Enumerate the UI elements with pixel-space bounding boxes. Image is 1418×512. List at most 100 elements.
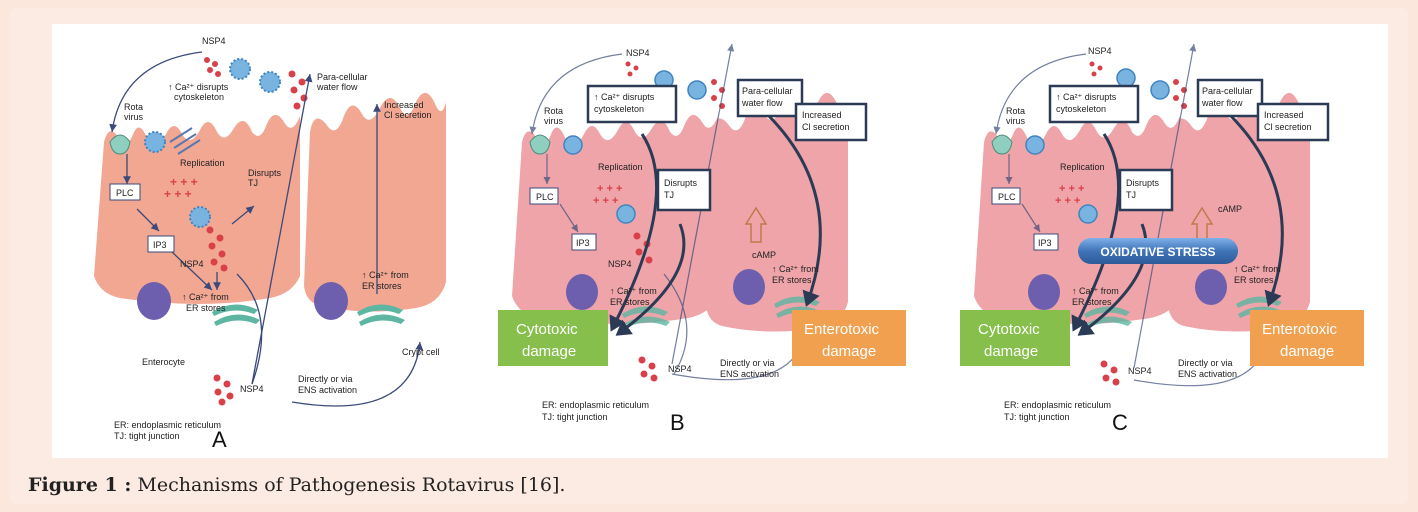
camp-label: cAMP <box>1218 204 1242 214</box>
paracellular-label: water flow <box>1201 98 1243 108</box>
nucleus <box>566 274 598 310</box>
legend-tj: TJ: tight junction <box>542 412 608 422</box>
directly-label: ENS activation <box>720 369 779 379</box>
enterotoxic-label: Enterotoxic <box>1262 321 1338 338</box>
virus-particles <box>563 70 707 224</box>
ca-er-label: ER stores <box>362 281 402 291</box>
cytotoxic-damage-box <box>498 310 608 366</box>
receptor-icon <box>991 134 1013 155</box>
rotavirus-pathogenesis-diagram: + + ++ + + NSP4 <box>94 24 1388 458</box>
paracellular-label: water flow <box>741 98 783 108</box>
ip3-box: IP3 <box>153 240 167 250</box>
plc-box: PLC <box>116 188 134 198</box>
nucleus <box>137 282 171 320</box>
ca-er-label: ↑ Ca²⁺ from <box>182 292 229 302</box>
ca-disrupts-label: ↑ Ca²⁺ disrupts <box>168 82 229 92</box>
directly-label: ENS activation <box>298 385 357 395</box>
panel-b: + + ++ + + <box>470 24 926 458</box>
ca-disrupts-label: cytoskeleton <box>174 92 224 102</box>
damage-arrows <box>609 112 822 336</box>
enterocyte-label: Enterocyte <box>142 357 185 367</box>
nsp4-label: NSP4 <box>180 259 204 269</box>
increased-cl-label: Cl secretion <box>384 110 432 120</box>
damage-arrows <box>1071 112 1284 336</box>
figure-image: + + ++ + + NSP4 <box>52 24 1388 458</box>
nucleus <box>1028 274 1060 310</box>
ca-er-label: ER stores <box>1234 275 1274 285</box>
nsp4-label: NSP4 <box>608 259 632 269</box>
plc-box: PLC <box>998 192 1016 202</box>
enterotoxic-label: damage <box>1280 343 1334 360</box>
directly-label: Directly or via <box>720 358 775 368</box>
replication-icon: + + ++ + + <box>1055 183 1084 207</box>
nucleus <box>1195 269 1227 305</box>
disrupts-tj-label: Disrupts <box>1126 178 1160 188</box>
cytoskeleton-icon <box>169 127 201 155</box>
ip3-box: IP3 <box>576 238 590 248</box>
camp-label: cAMP <box>752 250 776 260</box>
ca-disrupts-label: cytoskeleton <box>1056 104 1106 114</box>
nucleus <box>314 282 348 320</box>
cytotoxic-label: damage <box>522 343 576 360</box>
disrupts-tj-label: Disrupts <box>664 178 698 188</box>
svg-text:+ + +: + + + <box>593 195 618 207</box>
enterocyte-cell <box>512 114 718 324</box>
ca-disrupts-label: ↑ Ca²⁺ disrupts <box>1056 92 1117 102</box>
nsp4-label: NSP4 <box>1128 366 1152 376</box>
panel-letter-b: B <box>670 410 685 435</box>
ca-er-label: ↑ Ca²⁺ from <box>1072 286 1119 296</box>
nsp4-label: NSP4 <box>626 48 650 58</box>
ca-er-label: ↑ Ca²⁺ from <box>362 270 409 280</box>
svg-text:+ + +: + + + <box>1059 183 1084 195</box>
figure-caption-text: Mechanisms of Pathogenesis Rotavirus [16… <box>131 474 566 496</box>
camp-arrow-icon <box>1190 206 1214 243</box>
legend-er: ER: endoplasmic reticulum <box>542 400 649 410</box>
paracellular-label: Para-cellular <box>742 86 793 96</box>
ca-er-label: ER stores <box>1072 297 1112 307</box>
enterotoxic-damage-box <box>1250 310 1364 366</box>
cytotoxic-label: damage <box>984 343 1038 360</box>
increased-cl-label: Increased <box>802 110 842 120</box>
oxidative-stress-label: OXIDATIVE STRESS <box>1100 245 1215 259</box>
virus-particles <box>144 58 281 228</box>
pathway-arrows <box>109 51 424 407</box>
panel-c: + + ++ + + <box>926 24 1388 458</box>
legend-er: ER: endoplasmic reticulum <box>114 420 221 430</box>
rota-virus-label: virus <box>1006 116 1026 126</box>
ip3-box: IP3 <box>1038 238 1052 248</box>
paracellular-label: water flow <box>316 82 358 92</box>
ca-er-label: ER stores <box>772 275 812 285</box>
nsp4-dots <box>204 57 308 406</box>
increased-cl-label: Increased <box>384 100 424 110</box>
nucleus <box>733 269 765 305</box>
nsp4-label: NSP4 <box>202 36 226 46</box>
increased-cl-label: Cl secretion <box>1264 122 1312 132</box>
replication-icon: + + ++ + + <box>593 183 622 207</box>
replication-label: Replication <box>180 158 225 168</box>
disrupts-tj-label: Disrupts <box>248 168 282 178</box>
ca-er-label: ↑ Ca²⁺ from <box>610 286 657 296</box>
replication-label: Replication <box>598 162 643 172</box>
paracellular-label: Para-cellular <box>1202 86 1253 96</box>
disrupts-tj-label: TJ <box>664 190 674 200</box>
rota-virus-label: Rota <box>544 106 563 116</box>
nsp4-label: NSP4 <box>1088 46 1112 56</box>
svg-text:+ + +: + + + <box>1055 195 1080 207</box>
ca-er-label: ER stores <box>186 303 226 313</box>
oxidative-stress-banner <box>1078 238 1238 264</box>
directly-label: ENS activation <box>1178 369 1237 379</box>
figure-caption-label: Figure 1 : <box>28 474 132 496</box>
paracellular-label: Para-cellular <box>317 72 368 82</box>
cytotoxic-damage-box <box>960 310 1070 366</box>
rota-virus-label: virus <box>544 116 564 126</box>
ca-er-label: ↑ Ca²⁺ from <box>1234 264 1281 274</box>
figure-caption: Figure 1 : Mechanisms of Pathogenesis Ro… <box>28 474 565 496</box>
nsp4-label: NSP4 <box>668 364 692 374</box>
panel-a: + + ++ + + NSP4 <box>94 36 446 452</box>
enterotoxic-label: damage <box>822 343 876 360</box>
cytotoxic-label: Cytotoxic <box>978 321 1040 338</box>
ca-disrupts-label: ↑ Ca²⁺ disrupts <box>594 92 655 102</box>
disrupts-tj-label: TJ <box>1126 190 1136 200</box>
rota-virus-label: Rota <box>1006 106 1025 116</box>
nsp4-label: NSP4 <box>240 384 264 394</box>
